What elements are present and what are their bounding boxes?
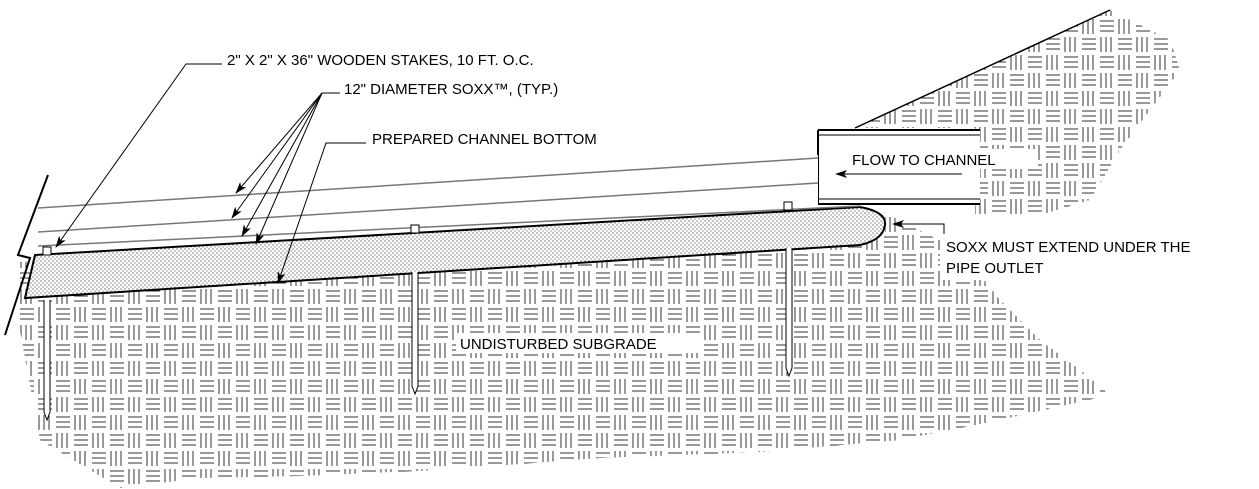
channel-bottom-label: PREPARED CHANNEL BOTTOM [372,131,597,148]
soxx-line-2 [37,182,819,233]
extend-label-line2: PIPE OUTLET [946,260,1044,277]
stake-middle [410,224,420,396]
flow-label: FLOW TO CHANNEL [852,152,996,169]
soxx-line-1 [37,157,819,209]
stake-right [783,201,793,378]
slope-line [854,9,1111,129]
soxx-leader-1 [235,92,323,194]
channel-bottom-layer [23,205,887,300]
stakes-label: 2" X 2" X 36" WOODEN STAKES, 10 FT. O.C. [227,52,534,69]
slope-hatch [855,10,1180,215]
soxx-diameter-label: 12" DIAMETER SOXX™, (TYP.) [344,81,558,98]
stake-left [42,246,52,422]
soxx-line-3 [37,205,861,247]
extend-label-line1: SOXX MUST EXTEND UNDER THE [946,239,1190,256]
soxx-leader-4 [255,92,323,245]
stakes-leader [55,63,222,248]
soxx-leader-3 [241,92,323,237]
subgrade-label: UNDISTURBED SUBGRADE [460,336,657,353]
left-bank [4,174,49,336]
channel-bottom-leader [277,142,366,284]
soxx-leader-2 [231,92,323,219]
